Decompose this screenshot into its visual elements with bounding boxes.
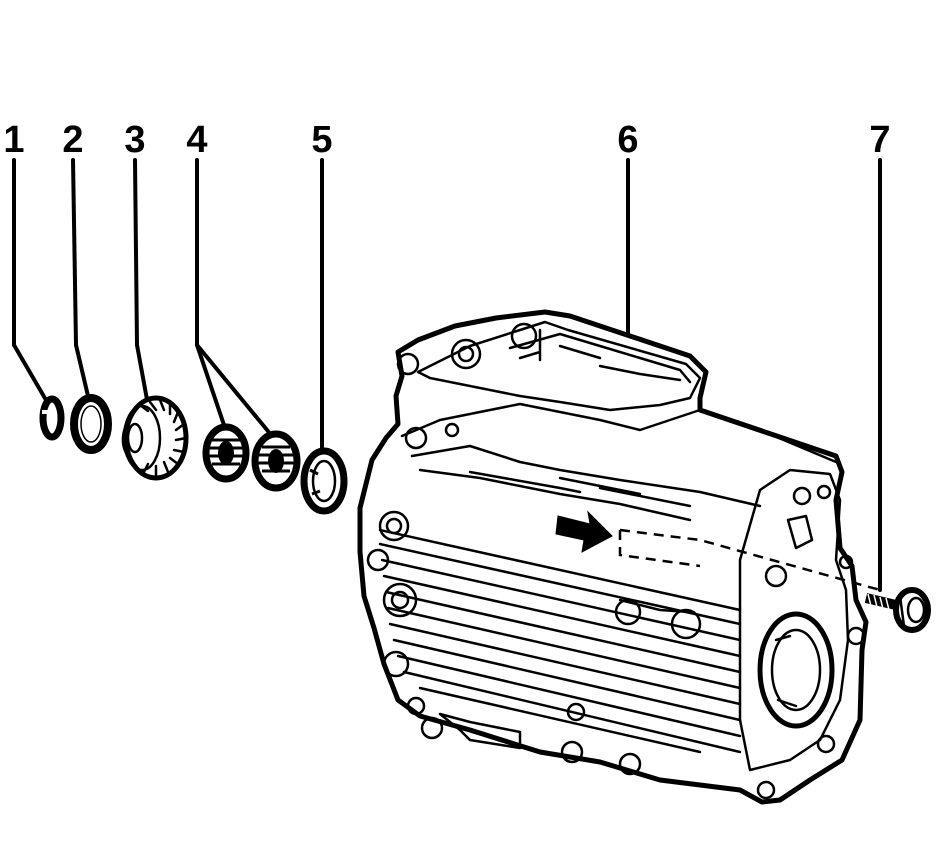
callout-labels: 1 2 3 4 5 6 7 <box>3 119 890 161</box>
callout-1: 1 <box>3 119 24 161</box>
callout-2: 2 <box>62 119 83 161</box>
snap-ring-icon <box>39 395 65 441</box>
gear-icon <box>121 395 189 481</box>
callout-7: 7 <box>869 119 890 161</box>
transmission-case-icon <box>357 309 881 805</box>
callout-6: 6 <box>617 119 638 161</box>
leader-lines <box>12 158 882 592</box>
washer-icon <box>70 394 112 454</box>
callout-3: 3 <box>124 119 145 161</box>
callout-4: 4 <box>186 119 207 161</box>
direction-arrow-icon <box>555 510 613 553</box>
callout-5: 5 <box>311 119 332 161</box>
bolt-icon <box>864 587 931 633</box>
thrust-washer-icon <box>300 447 348 515</box>
needle-bearing-icon <box>202 423 301 492</box>
